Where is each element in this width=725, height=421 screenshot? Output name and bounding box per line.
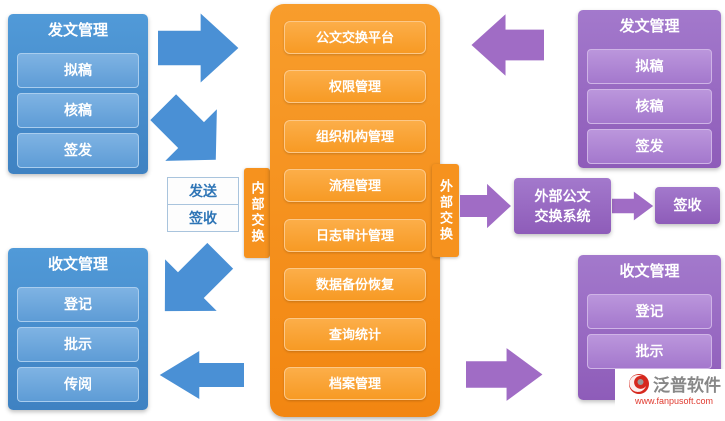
arrow-sign-to-receive xyxy=(164,242,234,312)
item-draft: 拟稿 xyxy=(17,53,139,88)
node-query-statistics: 查询统计 xyxy=(284,317,426,351)
send-cell: 发送 xyxy=(167,177,239,205)
fanpu-logo-icon xyxy=(629,373,649,394)
right-dispatch-panel: 发文管理 拟稿 核稿 签发 xyxy=(578,10,721,168)
send-sign-box: 发送 签收 xyxy=(167,177,239,232)
node-data-backup-recovery: 数据备份恢复 xyxy=(284,268,426,302)
sign-cell: 签收 xyxy=(167,204,239,232)
item-review-right: 核稿 xyxy=(587,89,712,124)
watermark-logo: 泛普软件 www.fanpusoft.com xyxy=(615,369,725,421)
left-dispatch-title: 发文管理 xyxy=(47,22,108,39)
arrow-platform-to-circulate xyxy=(159,351,244,399)
watermark-name: 泛普软件 xyxy=(653,376,721,395)
external-sign-box: 签收 xyxy=(655,187,720,224)
external-exchange-tab: 外部交换 xyxy=(432,164,459,257)
external-document-system-box: 外部公文 交换系统 xyxy=(514,178,611,234)
item-draft-right: 拟稿 xyxy=(587,49,712,84)
item-annotate: 批示 xyxy=(17,327,139,362)
item-register-right: 登记 xyxy=(587,294,712,329)
item-annotate-right: 批示 xyxy=(587,334,712,369)
left-receive-title: 收文管理 xyxy=(47,256,108,273)
item-issue: 签发 xyxy=(17,133,139,168)
arrow-external-system-to-sign xyxy=(612,191,654,221)
watermark-row: 泛普软件 xyxy=(615,371,721,396)
node-document-exchange-platform: 公文交换平台 xyxy=(284,20,426,54)
node-archive-management: 档案管理 xyxy=(284,367,426,401)
watermark-url: www.fanpusoft.com xyxy=(634,396,713,406)
node-permission-management: 权限管理 xyxy=(284,70,426,104)
right-receive-title: 收文管理 xyxy=(619,263,680,280)
external-system-line2: 交换系统 xyxy=(534,208,591,224)
internal-exchange-tab: 内部交换 xyxy=(244,168,270,258)
left-receive-panel: 收文管理 登记 批示 传阅 xyxy=(8,248,148,410)
item-review: 核稿 xyxy=(17,93,139,128)
node-organization-management: 组织机构管理 xyxy=(284,119,426,153)
item-circulate: 传阅 xyxy=(17,367,139,402)
item-issue-right: 签发 xyxy=(587,129,712,164)
external-system-line1: 外部公文 xyxy=(534,187,591,204)
arrow-platform-to-external-system xyxy=(460,183,511,229)
node-log-audit-management: 日志审计管理 xyxy=(284,218,426,252)
right-receive-panel: 收文管理 登记 批示 xyxy=(578,255,721,400)
arrow-platform-to-right-receive xyxy=(466,348,543,401)
arrow-right-dispatch-to-platform xyxy=(471,14,544,76)
left-dispatch-panel: 发文管理 拟稿 核稿 签发 xyxy=(8,14,148,174)
item-register: 登记 xyxy=(17,287,139,322)
exchange-platform-panel: 公文交换平台 权限管理 组织机构管理 流程管理 日志审计管理 数据备份恢复 查询… xyxy=(270,4,440,417)
right-dispatch-title: 发文管理 xyxy=(619,18,680,35)
node-process-management: 流程管理 xyxy=(284,169,426,203)
arrow-dispatch-to-send xyxy=(150,94,217,161)
arrow-dispatch-to-platform xyxy=(158,13,239,83)
